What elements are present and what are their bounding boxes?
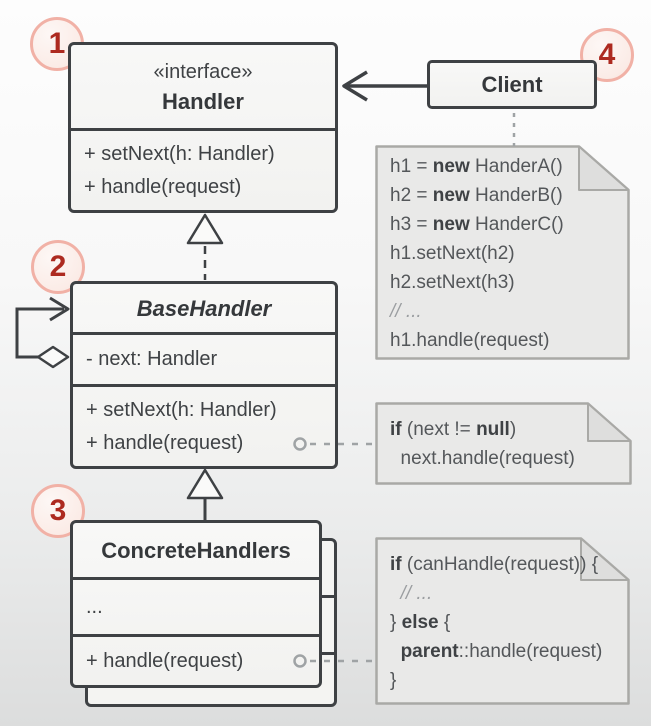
base-handler-methods-compartment: + setNext(h: Handler) + handle(request)	[73, 384, 335, 460]
base-handler-method-handle: + handle(request)	[86, 432, 244, 454]
handler-title-compartment: «interface» Handler	[71, 45, 335, 128]
note-paper-shape	[375, 402, 632, 485]
folded-corner-icon	[587, 402, 632, 442]
base-handler-method-setnext: + setNext(h: Handler)	[86, 399, 277, 421]
folded-corner-icon	[580, 537, 630, 581]
base-handler-class-name: BaseHandler	[136, 295, 272, 321]
base-handler-attribute-next: - next: Handler	[86, 348, 218, 370]
concrete-handlers-class-name: ConcreteHandlers	[101, 537, 291, 563]
concrete-handlers-class: ConcreteHandlers ... + handle(request)	[70, 520, 322, 688]
concrete-handlers-title-compartment: ConcreteHandlers	[73, 523, 319, 577]
aggregation-diamond-icon	[36, 345, 70, 369]
badge-4-number: 4	[598, 38, 616, 71]
handler-methods-compartment: + setNext(h: Handler) + handle(request)	[71, 128, 335, 204]
handler-interface-class: «interface» Handler + setNext(h: Handler…	[68, 42, 338, 213]
badge-2-number: 2	[49, 250, 67, 283]
handler-method-handle: + handle(request)	[84, 176, 242, 198]
concrete-handlers-methods-compartment: + handle(request)	[73, 634, 319, 685]
note-paper-shape	[375, 537, 630, 705]
handler-stereotype: «interface»	[153, 60, 253, 83]
client-class-name: Client	[481, 71, 543, 97]
client-class: Client	[427, 60, 597, 109]
open-arrowhead-icon	[49, 296, 70, 322]
note-paper-shape	[375, 145, 630, 360]
concrete-handlers-ellipsis: ...	[86, 595, 103, 618]
concrete-handlers-attributes-compartment: ...	[73, 577, 319, 634]
client-code-note: h1 = new HanderA()h2 = new HanderB()h3 =…	[375, 145, 630, 360]
client-code-text: h1 = new HanderA()h2 = new HanderB()h3 =…	[390, 156, 564, 351]
concrete-handle-code-text: if (canHandle(request)) { // ...} else {…	[390, 554, 603, 691]
base-handle-code-text: if (next != null) next.handle(request)	[390, 419, 575, 469]
base-handler-title-compartment: BaseHandler	[73, 284, 335, 332]
realization-triangle-icon	[186, 213, 224, 245]
open-arrowhead-icon	[342, 70, 368, 102]
base-handle-code-note: if (next != null) next.handle(request)	[375, 402, 632, 485]
concrete-handlers-method-handle: + handle(request)	[86, 649, 244, 672]
base-handler-attributes-compartment: - next: Handler	[73, 332, 335, 384]
concrete-handle-code-note: if (canHandle(request)) { // ...} else {…	[375, 537, 630, 705]
generalization-triangle-icon	[186, 468, 224, 500]
folded-corner-icon	[578, 145, 630, 191]
badge-3-number: 3	[49, 494, 67, 527]
handler-class-name: Handler	[162, 88, 244, 114]
badge-1-number: 1	[48, 27, 66, 60]
handler-method-setnext: + setNext(h: Handler)	[84, 143, 275, 165]
base-handler-class: BaseHandler - next: Handler + setNext(h:…	[70, 281, 338, 469]
self-association-line	[15, 307, 64, 359]
